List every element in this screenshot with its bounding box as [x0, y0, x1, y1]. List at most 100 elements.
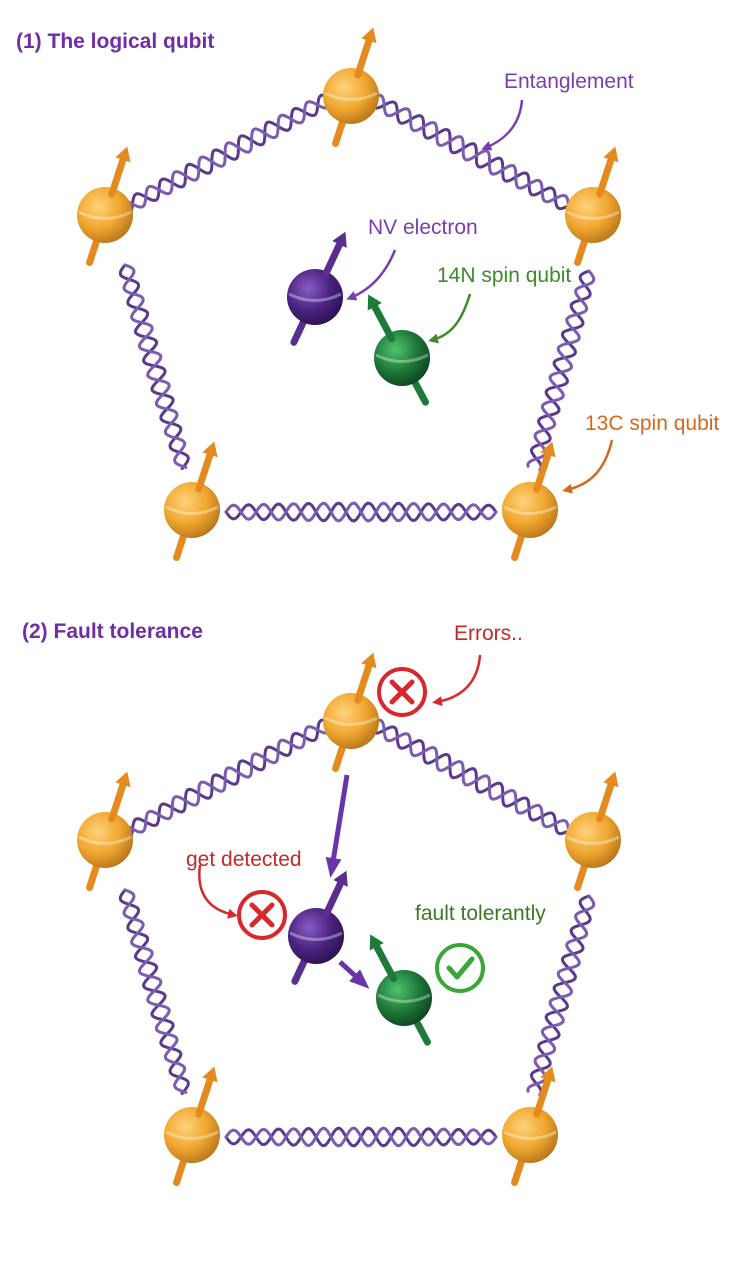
spin-tail — [173, 529, 189, 562]
spin-arrowhead — [333, 870, 348, 887]
spin-shaft — [195, 1076, 214, 1118]
spin-sphere — [164, 482, 220, 538]
spin-arrowhead — [202, 1066, 218, 1083]
spin-shaft — [373, 943, 398, 983]
spin-tail — [173, 1154, 189, 1187]
spin-arrowhead — [115, 146, 131, 163]
spin-arrowhead — [540, 441, 556, 458]
nitrogen-spin — [367, 294, 430, 406]
helix-bottom — [224, 501, 498, 523]
spin-band — [165, 505, 219, 515]
spin-shaft — [533, 1076, 552, 1118]
spin-sphere — [77, 812, 133, 868]
helix-strand — [529, 269, 592, 472]
entanglement-pointer-arrow — [481, 99, 524, 151]
spin-arrowhead — [540, 1066, 556, 1083]
spin-sphere — [565, 187, 621, 243]
helix-strand — [122, 96, 333, 209]
spin-band — [503, 1130, 557, 1140]
spin-right — [565, 146, 621, 267]
spin-sphere — [77, 187, 133, 243]
central-spins — [287, 231, 430, 406]
spin-arrowhead — [202, 441, 218, 458]
spin-shaft — [195, 451, 214, 493]
spin-sphere — [502, 482, 558, 538]
spin-arrowhead — [361, 27, 377, 44]
helix-strand — [122, 721, 333, 834]
detection-flow-arrow — [325, 774, 350, 878]
transfer-flow-arrow — [338, 960, 370, 989]
helix-strand — [224, 501, 498, 523]
helix-strand — [526, 894, 596, 1093]
spin-shaft — [108, 156, 127, 198]
spin-tail — [86, 234, 102, 267]
spin-band — [288, 292, 342, 302]
helix-strand — [369, 93, 571, 212]
spin-left — [77, 771, 133, 892]
spin-sphere — [502, 1107, 558, 1163]
panel2-title: (2) Fault tolerance — [22, 620, 203, 643]
spin-top — [323, 652, 379, 773]
spin-band — [289, 931, 343, 941]
spin-band — [503, 505, 557, 515]
entanglement-helices — [118, 718, 596, 1148]
spin-shaft — [354, 662, 373, 704]
detected-pointer-arrow — [198, 864, 238, 919]
helix-strand — [369, 718, 571, 837]
spin-bottom-left — [164, 1066, 220, 1187]
spin-tail — [290, 315, 309, 346]
panel1-title: (1) The logical qubit — [16, 30, 214, 53]
helix-top-right — [369, 93, 575, 212]
carbon-spin-qubits — [77, 27, 621, 562]
helix-top-left — [122, 93, 333, 215]
spin-arrowhead — [603, 146, 619, 163]
spin-tail — [574, 859, 590, 892]
helix-strand — [122, 263, 188, 469]
nitrogen-qubit-label: 14N spin qubit — [437, 264, 571, 287]
helix-strand — [224, 1126, 498, 1148]
helix-right — [526, 894, 596, 1097]
spin-band — [375, 353, 429, 363]
spin-arrowhead — [332, 231, 347, 248]
spin-shaft — [320, 240, 344, 281]
fault-tolerantly-label: fault tolerantly — [415, 902, 546, 925]
spin-band — [165, 1130, 219, 1140]
spin-band — [566, 835, 620, 845]
carbon-qubit-label: 13C spin qubit — [585, 412, 719, 435]
spin-shaft — [596, 781, 615, 823]
panel-fault-tolerance — [77, 652, 621, 1187]
spin-band — [324, 91, 378, 101]
spin-band — [324, 716, 378, 726]
helix-left — [118, 263, 190, 470]
spin-bottom-right — [502, 1066, 558, 1187]
error-cross-icon — [377, 667, 427, 717]
errors-label: Errors.. — [454, 622, 523, 645]
spin-band — [566, 210, 620, 220]
carbon-pointer-arrow — [562, 439, 614, 494]
spin-band — [78, 835, 132, 845]
spin-tail — [511, 529, 527, 562]
spin-arrowhead — [603, 771, 619, 788]
spin-right — [565, 771, 621, 892]
spin-sphere — [164, 1107, 220, 1163]
nv-electron-pointer-arrow — [346, 249, 397, 301]
helix-right — [526, 269, 596, 472]
helix-strand — [529, 894, 592, 1097]
errors-pointer-arrow — [432, 654, 482, 707]
helix-top-left — [122, 718, 333, 840]
spin-sphere — [287, 269, 343, 325]
helix-left — [118, 888, 190, 1095]
success-check-icon — [435, 943, 485, 993]
helix-strand — [369, 721, 575, 836]
spin-tail — [291, 954, 310, 985]
spin-tail — [332, 115, 348, 148]
spin-sphere — [288, 908, 344, 964]
spin-bottom-left — [164, 441, 220, 562]
nitrogen-spin — [369, 934, 432, 1046]
spin-tail — [332, 740, 348, 773]
carbon-spin-qubits — [77, 652, 621, 1187]
helix-strand — [526, 269, 596, 468]
entanglement-helices — [118, 93, 596, 523]
helix-strand — [369, 96, 575, 211]
